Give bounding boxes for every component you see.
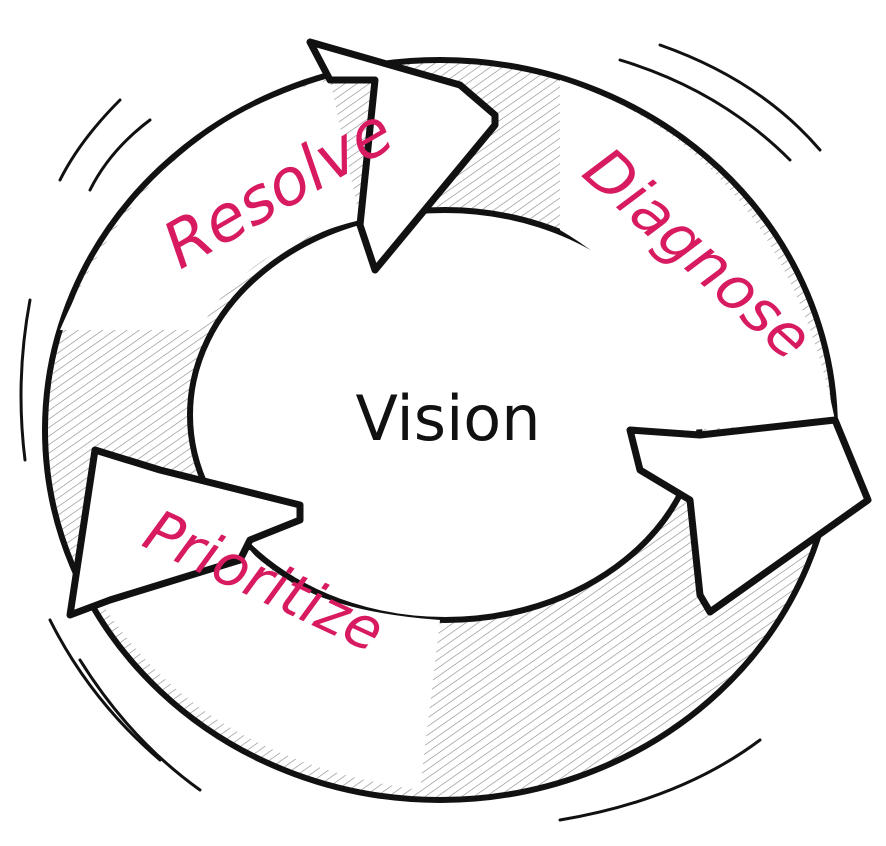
- motion-lines: [19, 43, 822, 822]
- prioritize-arrowhead: [66, 446, 304, 619]
- resolve-band: [60, 80, 360, 330]
- diagnose-arrowhead: [626, 416, 872, 616]
- diagnose-band: [560, 80, 835, 430]
- center-label-vision: Vision: [355, 382, 540, 455]
- resolve-arrowhead: [306, 38, 499, 274]
- prioritize-band: [100, 550, 440, 790]
